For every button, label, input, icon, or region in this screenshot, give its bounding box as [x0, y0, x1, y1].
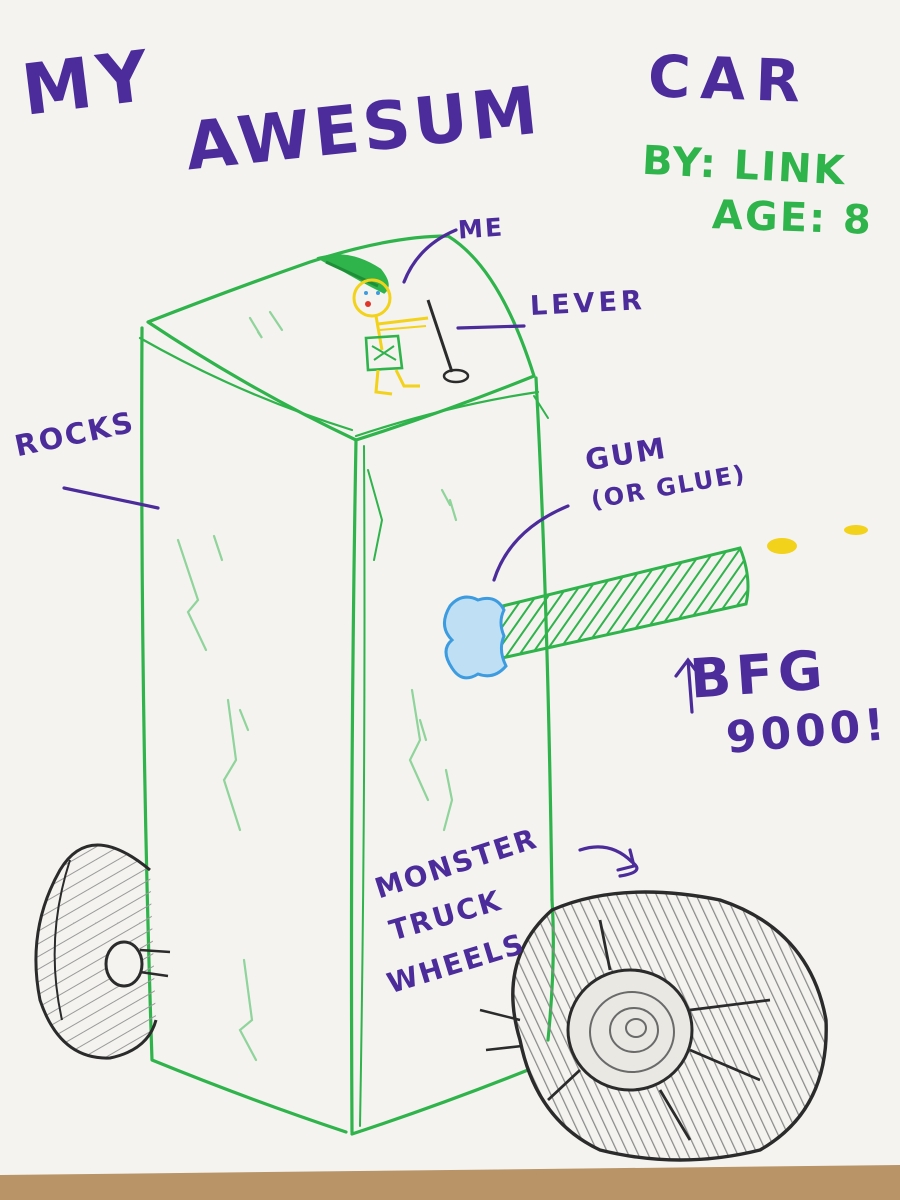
lever	[426, 299, 470, 384]
arrow-bfg	[674, 657, 702, 714]
arrow-wheels	[578, 845, 639, 878]
wheel-right	[479, 890, 828, 1162]
wheel-left	[34, 843, 171, 1060]
label-bfg: BFG	[687, 638, 830, 711]
bfg-gun	[443, 525, 868, 680]
bfg-shot-2	[844, 525, 868, 535]
stick-figure-me	[316, 254, 429, 396]
label-lever: Lever	[529, 284, 647, 323]
bfg-barrel	[476, 546, 750, 664]
pointer-lever	[456, 324, 526, 330]
pointer-rocks	[62, 486, 160, 510]
gum-blob	[443, 595, 508, 680]
byline-author: By: Link	[640, 137, 848, 195]
pointer-gum	[492, 504, 570, 582]
bfg-shot-1	[767, 538, 797, 554]
title-line-car: Car	[646, 42, 812, 116]
car-shine-strokes	[176, 310, 458, 1062]
title-line-my: My	[17, 34, 159, 132]
byline-age: Age: 8	[711, 192, 874, 244]
pointer-strokes	[62, 228, 702, 878]
pointer-me	[402, 228, 458, 284]
label-me: Me	[457, 212, 505, 245]
